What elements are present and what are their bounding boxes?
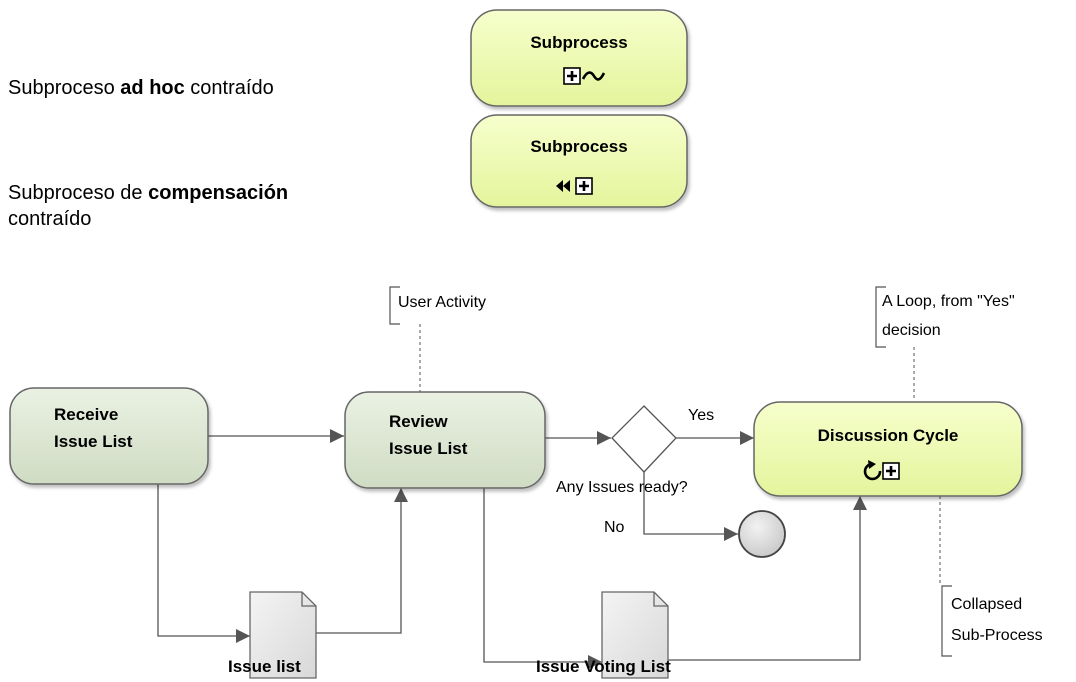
end-event[interactable] xyxy=(738,510,786,558)
legend-adhoc-subprocess: Subprocess xyxy=(470,9,688,107)
annotation-links xyxy=(419,324,941,586)
collapsed-plus-icon xyxy=(563,67,581,85)
loop-icon xyxy=(863,460,882,481)
issue-list-label: Issue list xyxy=(228,657,301,676)
annotation-collapsed-line2: Sub-Process xyxy=(951,627,1043,644)
legend-subprocess-label-1: Subprocess xyxy=(530,33,627,52)
legend-compensation-bold: compensación xyxy=(148,182,289,204)
decision-gateway[interactable] xyxy=(611,405,677,473)
legend-compensation-subprocess: Subprocess xyxy=(470,114,688,208)
annotation-loop-line2: decision xyxy=(882,322,941,339)
annotation-collapsed-subprocess: Collapsed Sub-Process xyxy=(941,585,1043,657)
annotation-collapsed-line1: Collapsed xyxy=(951,596,1022,613)
data-object-issue-voting-list[interactable] xyxy=(601,591,669,679)
gateway-question-label: Any Issues ready? xyxy=(556,479,688,496)
sequence-flows xyxy=(157,429,867,669)
gateway-yes-label: Yes xyxy=(688,407,714,424)
task-review-line2: Issue List xyxy=(389,439,468,458)
flow-no-to-end xyxy=(643,472,738,541)
annotation-user-activity: User Activity xyxy=(389,286,486,325)
issue-voting-list-label: Issue Voting List xyxy=(536,657,671,676)
legend-compensation-label: Subproceso de compensación contraído xyxy=(8,180,288,232)
assoc-issuelist-to-review xyxy=(316,488,408,634)
collapsed-plus-icon xyxy=(882,462,900,480)
annotation-loop: A Loop, from "Yes" decision xyxy=(875,286,1015,348)
gateway-no-label: No xyxy=(604,519,625,536)
collapsed-plus-icon xyxy=(575,177,593,195)
legend-compensation-prefix: Subproceso de xyxy=(8,182,149,204)
assoc-votinglist-to-discussion xyxy=(668,496,867,661)
task-review-issue-list[interactable]: Review Issue List xyxy=(344,391,546,489)
data-object-issue-list[interactable] xyxy=(249,591,317,679)
compensation-rewind-icon xyxy=(556,180,570,192)
subprocess-discussion-cycle[interactable]: Discussion Cycle xyxy=(753,401,1023,497)
legend-adhoc-suffix: contraído xyxy=(184,77,274,99)
legend-subprocess-label-2: Subprocess xyxy=(530,137,627,156)
adhoc-tilde-icon xyxy=(581,71,606,81)
legend-adhoc-label: Subproceso ad hoc contraído xyxy=(8,75,274,101)
task-review-line1: Review xyxy=(389,412,448,431)
subprocess-discussion-label: Discussion Cycle xyxy=(818,426,959,445)
legend-compensation-line2: contraído xyxy=(8,208,92,230)
task-receive-line2: Issue List xyxy=(54,432,133,451)
task-receive-issue-list[interactable]: Receive Issue List xyxy=(9,387,209,485)
assoc-review-to-votinglist xyxy=(483,488,602,669)
assoc-receive-to-issuelist xyxy=(157,484,250,643)
legend-adhoc-prefix: Subproceso xyxy=(8,77,121,99)
task-receive-line1: Receive xyxy=(54,405,118,424)
annotation-user-activity-text: User Activity xyxy=(398,294,486,311)
legend-adhoc-bold: ad hoc xyxy=(120,77,185,99)
annotation-loop-line1: A Loop, from "Yes" xyxy=(882,293,1015,310)
